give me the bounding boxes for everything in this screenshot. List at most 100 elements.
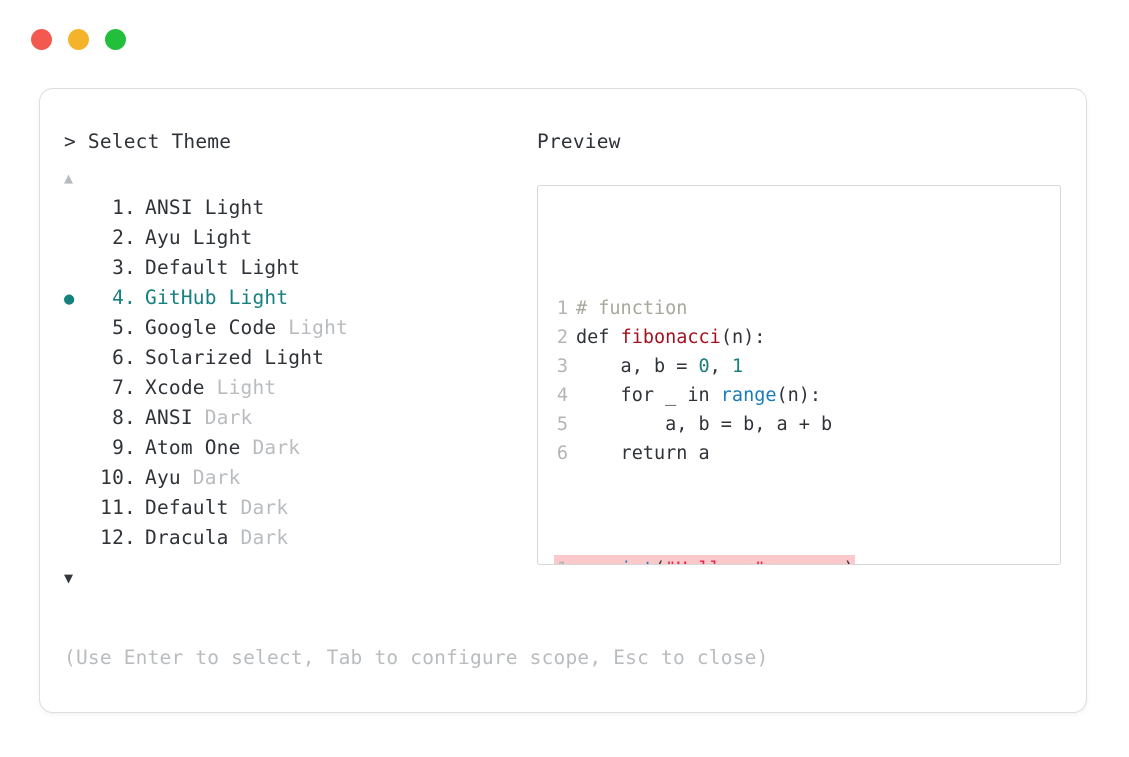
preview-title: Preview xyxy=(537,130,621,153)
theme-item-name: Default xyxy=(145,496,229,519)
line-number: 3 xyxy=(556,356,568,377)
theme-item-name: GitHub xyxy=(145,286,217,309)
theme-item-name: Ayu xyxy=(145,226,181,249)
theme-list-item[interactable]: 12.Dracula Dark xyxy=(64,523,524,553)
theme-item-index: 1. xyxy=(112,196,136,219)
theme-item-variant: Light xyxy=(192,196,265,219)
code-line: 2 def fibonacci(n): xyxy=(554,323,1060,352)
selected-bullet-icon: ● xyxy=(64,289,75,309)
select-theme-prompt: > Select Theme xyxy=(64,129,524,155)
theme-list-item[interactable]: 5. Google Code Light xyxy=(64,313,524,343)
diff-block: 1- print("Hello, " + name)1+ print(f"Hel… xyxy=(554,555,1060,564)
theme-item-index: 9. xyxy=(112,436,136,459)
code-token: return a xyxy=(576,443,710,464)
theme-item-index: 10. xyxy=(100,466,136,489)
diff-removed-line: 1 - print("Hello, " + name) xyxy=(554,555,856,564)
code-token: "Hello, " xyxy=(665,559,765,564)
code-token: for _ in xyxy=(576,385,721,406)
theme-list-item[interactable]: 10. Ayu Dark xyxy=(64,463,524,493)
theme-item-index: 8. xyxy=(112,406,136,429)
theme-item-index: 4. xyxy=(112,286,136,309)
code-line: 6 return a xyxy=(554,439,1060,468)
code-token: def xyxy=(576,327,621,348)
line-number: 1 xyxy=(556,298,568,319)
line-number: 5 xyxy=(556,414,568,435)
code-token: + name) xyxy=(765,559,855,564)
theme-list-item[interactable]: 6. Solarized Light xyxy=(64,343,524,373)
theme-item-name: Google Code xyxy=(145,316,277,339)
theme-item-index: 3. xyxy=(112,256,136,279)
theme-item-index: 6. xyxy=(112,346,136,369)
theme-item-name: Ayu xyxy=(145,466,181,489)
code-token: fibonacci xyxy=(620,327,721,348)
theme-list-item[interactable]: 1. ANSI Light xyxy=(64,193,524,223)
theme-item-variant: Light xyxy=(216,286,289,309)
prompt-caret-icon: > xyxy=(64,130,76,153)
scroll-down-icon[interactable]: ▼ xyxy=(64,569,74,587)
theme-item-variant: Light xyxy=(276,316,348,339)
theme-list-item[interactable]: 8. ANSI Dark xyxy=(64,403,524,433)
theme-item-variant: Light xyxy=(228,256,301,279)
code-token: , xyxy=(709,356,732,377)
line-number: 6 xyxy=(556,443,568,464)
code-line: 4 for _ in range(n): xyxy=(554,381,1060,410)
theme-item-name: Dracula xyxy=(145,526,229,549)
theme-item-variant: Light xyxy=(180,226,253,249)
code-line: 5 a, b = b, a + b xyxy=(554,410,1060,439)
minimize-window-button[interactable] xyxy=(68,29,89,50)
theme-item-name: Default xyxy=(145,256,229,279)
theme-item-variant: Dark xyxy=(228,526,289,549)
theme-list-item[interactable]: ● 4. GitHub Light xyxy=(64,283,524,313)
theme-item-variant: Dark xyxy=(192,406,253,429)
line-number: 1 xyxy=(554,555,568,564)
theme-item-index: 11. xyxy=(100,496,136,519)
theme-item-variant: Dark xyxy=(240,436,301,459)
window-titlebar xyxy=(31,29,126,50)
code-token: (n): xyxy=(720,327,766,348)
code-token: ( xyxy=(654,559,665,564)
theme-item-variant: Dark xyxy=(228,496,289,519)
theme-list-item[interactable]: 3. Default Light xyxy=(64,253,524,283)
theme-list-panel: > Select Theme ▲ 1. ANSI Light 2. Ayu Light… xyxy=(64,129,524,587)
code-token: (n): xyxy=(776,385,822,406)
theme-list-item[interactable]: 7. Xcode Light xyxy=(64,373,524,403)
line-number: 2 xyxy=(556,327,568,348)
theme-item-name: Atom One xyxy=(145,436,241,459)
theme-item-name: ANSI xyxy=(145,196,193,219)
maximize-window-button[interactable] xyxy=(105,29,126,50)
theme-selector-card: > Select Theme ▲ 1. ANSI Light 2. Ayu Light… xyxy=(39,88,1087,713)
theme-list-item[interactable]: 9. Atom One Dark xyxy=(64,433,524,463)
card-columns: > Select Theme ▲ 1. ANSI Light 2. Ayu Light… xyxy=(40,89,1086,712)
code-line: 1 # function xyxy=(554,294,1060,323)
theme-item-name: Xcode xyxy=(145,376,205,399)
theme-item-index: 2. xyxy=(112,226,136,249)
page-title: Select Theme xyxy=(87,130,232,153)
theme-item-index: 5. xyxy=(112,316,136,339)
scroll-up-icon[interactable]: ▲ xyxy=(64,169,74,187)
code-token: 0 xyxy=(698,356,710,377)
close-window-button[interactable] xyxy=(31,29,52,50)
theme-item-name: Solarized xyxy=(145,346,253,369)
code-token: a, b = xyxy=(576,356,699,377)
theme-item-variant: Dark xyxy=(180,466,241,489)
theme-item-variant: Light xyxy=(252,346,325,369)
code-token: range xyxy=(720,385,777,406)
code-line: 3 a, b = 0, 1 xyxy=(554,352,1060,381)
code-token: print xyxy=(598,559,654,564)
diff-marker: - xyxy=(576,559,598,564)
theme-item-name: ANSI xyxy=(145,406,193,429)
theme-item-index: 7. xyxy=(112,376,136,399)
theme-item-variant: Light xyxy=(204,376,277,399)
keyboard-hint: (Use Enter to select, Tab to configure s… xyxy=(64,646,769,669)
theme-list: 1. ANSI Light 2. Ayu Light 3. Default Light ● 4… xyxy=(64,193,524,553)
theme-list-item[interactable]: 2. Ayu Light xyxy=(64,223,524,253)
theme-list-item[interactable]: 11. Default Dark xyxy=(64,493,524,523)
line-number: 4 xyxy=(556,385,568,406)
code-token: a, b = b, a + b xyxy=(576,414,833,435)
code-token: 1 xyxy=(731,356,744,377)
code-token: # function xyxy=(576,298,688,319)
